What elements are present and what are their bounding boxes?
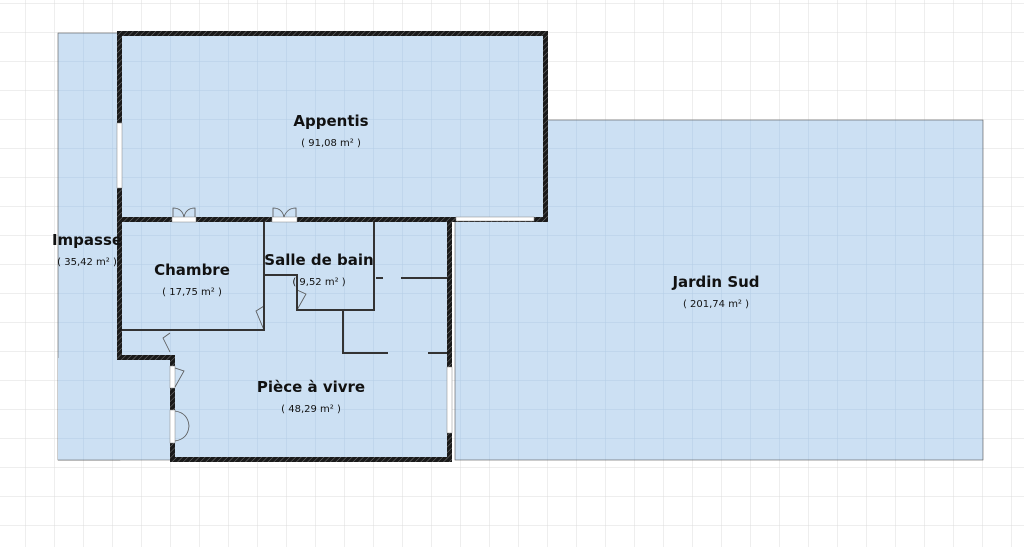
door-icons: [162, 207, 307, 442]
room-impasse-lower: [58, 358, 172, 460]
openings: [116, 122, 535, 444]
room-name: Chambre: [154, 261, 230, 279]
room-name: Pièce à vivre: [256, 378, 366, 396]
room-name: Appentis: [293, 112, 369, 130]
partition-walls: [122, 222, 447, 354]
room-label-piece-a-vivre: Pièce à vivre ( 48,29 m² ): [257, 378, 365, 415]
room-area: ( 9,52 m² ): [292, 277, 346, 288]
room-area: ( 91,08 m² ): [301, 138, 361, 149]
room-name: Jardin Sud: [672, 273, 760, 291]
room-area: ( 201,74 m² ): [682, 299, 750, 310]
room-name: Impasse: [51, 231, 123, 249]
room-area: ( 17,75 m² ): [162, 287, 222, 298]
room-area: ( 35,42 m² ): [57, 257, 117, 268]
room-name: Salle de bain: [264, 251, 374, 269]
room-label-impasse: Impasse ( 35,42 m² ): [52, 231, 122, 268]
room-appentis[interactable]: [120, 33, 546, 220]
room-label-salle-de-bain: Salle de bain ( 9,52 m² ): [264, 251, 373, 288]
room-label-chambre: Chambre ( 17,75 m² ): [154, 261, 230, 298]
room-label-jardin-sud: Jardin Sud ( 201,74 m² ): [672, 273, 759, 310]
room-label-appentis: Appentis ( 91,08 m² ): [293, 112, 368, 149]
room-area: ( 48,29 m² ): [281, 404, 341, 415]
walls: [117, 31, 548, 462]
room-piece-a-vivre[interactable]: [172, 330, 450, 460]
